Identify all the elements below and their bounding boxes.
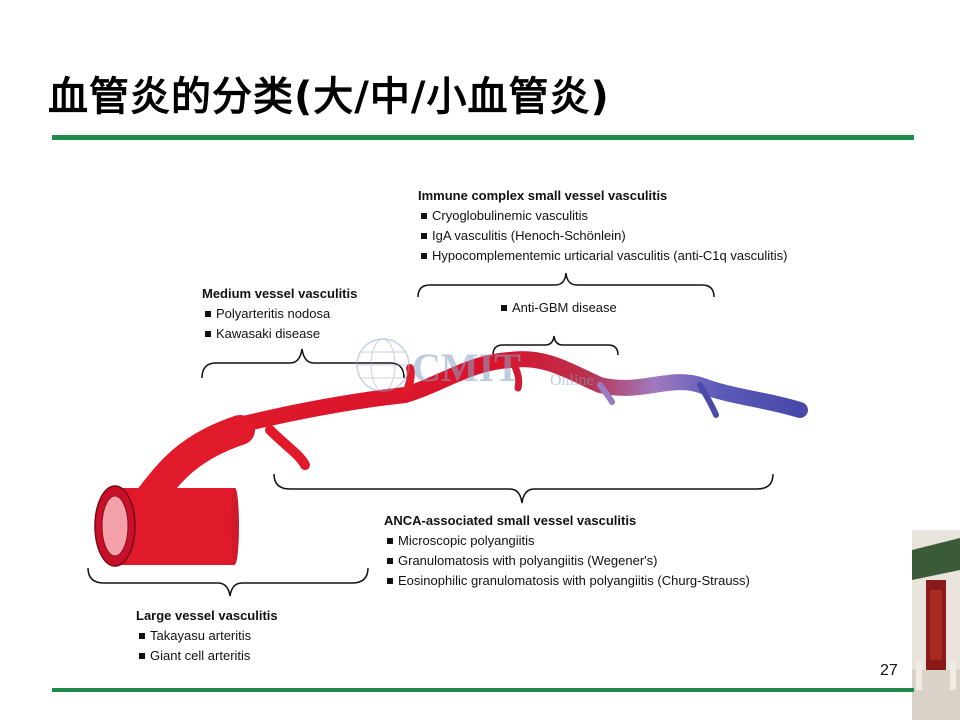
group-heading: Medium vessel vasculitis: [202, 286, 358, 301]
bracket-immune-complex: [417, 272, 715, 298]
list-item: Polyarteritis nodosa: [202, 304, 357, 324]
watermark-subtext: Online: [550, 372, 594, 389]
list-item: Anti-GBM disease: [498, 298, 617, 318]
title-underline: [52, 135, 914, 140]
watermark-text: CMIT: [412, 345, 521, 390]
list-item: Eosinophilic granulomatosis with polyang…: [384, 571, 750, 591]
bracket-large: [87, 567, 369, 597]
vessel-tree: [94, 351, 808, 567]
list-item: Hypocomplementemic urticarial vasculitis…: [418, 246, 787, 266]
footer-rule: [52, 688, 914, 692]
list-item: Cryoglobulinemic vasculitis: [418, 206, 787, 226]
group-heading: ANCA-associated small vessel vasculitis: [384, 513, 637, 528]
bracket-anca: [273, 473, 774, 504]
list-item: Takayasu arteritis: [136, 626, 278, 646]
page-title: 血管炎的分类(大/中/小血管炎): [48, 74, 610, 120]
group-anca: ANCA-associated small vessel vasculitis …: [384, 511, 750, 591]
list-item: Granulomatosis with polyangiitis (Wegene…: [384, 551, 750, 571]
corner-building-image: [912, 530, 960, 720]
list-item: IgA vasculitis (Henoch-Schönlein): [418, 226, 787, 246]
group-large-vessel: Large vessel vasculitis Takayasu arterit…: [136, 606, 278, 666]
list-item: Giant cell arteritis: [136, 646, 278, 666]
group-anti-gbm: Anti-GBM disease: [498, 298, 617, 318]
page-number: 27: [880, 662, 898, 679]
bracket-medium: [201, 348, 405, 379]
group-immune-complex: Immune complex small vessel vasculitis C…: [418, 186, 787, 266]
watermark-globe: [356, 338, 410, 392]
group-heading: Large vessel vasculitis: [136, 608, 278, 623]
list-item: Kawasaki disease: [202, 324, 357, 344]
group-heading: Immune complex small vessel vasculitis: [418, 188, 668, 203]
list-item: Microscopic polyangiitis: [384, 531, 750, 551]
bracket-anti-gbm: [492, 335, 619, 356]
group-medium-vessel: Medium vessel vasculitis Polyarteritis n…: [202, 284, 357, 344]
